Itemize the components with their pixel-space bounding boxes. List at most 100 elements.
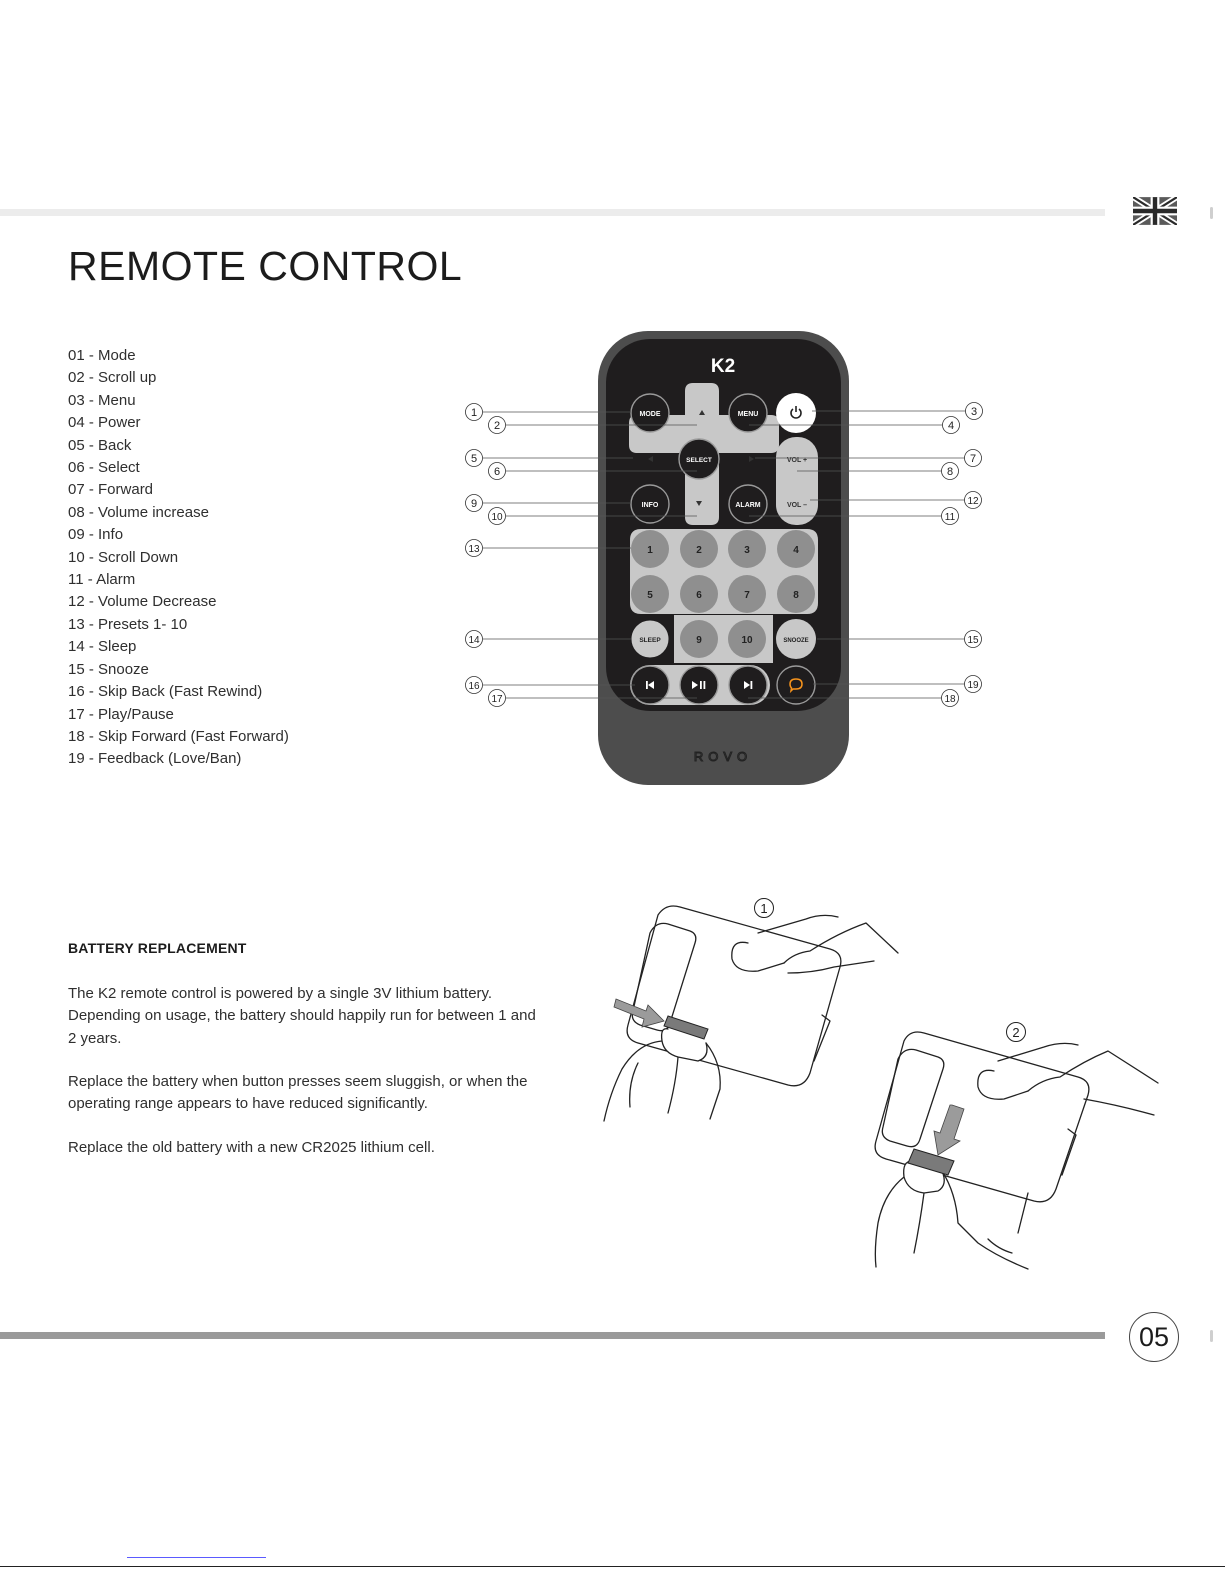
- preset-4-button[interactable]: 4: [777, 530, 815, 568]
- arrow-right-icon: [613, 998, 665, 1028]
- legend-item: 09 - Info: [68, 526, 124, 544]
- sleep-label: SLEEP: [639, 637, 661, 644]
- snooze-button[interactable]: SNOOZE: [776, 619, 816, 659]
- info-label: INFO: [642, 502, 659, 509]
- footer-rule: [0, 1566, 1225, 1567]
- legend-item: 06 - Select: [68, 459, 140, 477]
- skip-back-icon: [646, 681, 654, 689]
- scroll-down-button[interactable]: [696, 501, 702, 506]
- preset-3-button[interactable]: 3: [728, 530, 766, 568]
- preset-6-button[interactable]: 6: [680, 575, 718, 613]
- feedback-button[interactable]: [776, 665, 816, 705]
- preset-1-button[interactable]: 1: [631, 530, 669, 568]
- callout-16: 16: [465, 676, 483, 694]
- preset-5-button[interactable]: 5: [631, 575, 669, 613]
- scroll-up-button[interactable]: [699, 410, 705, 415]
- play-pause-icon: [692, 681, 706, 689]
- legend-item: 19 - Feedback (Love/Ban): [68, 750, 242, 768]
- select-label: SELECT: [686, 457, 712, 464]
- preset-7-button[interactable]: 7: [728, 575, 766, 613]
- battery-paragraph: Replace the old battery with a new CR202…: [68, 1139, 435, 1156]
- power-button[interactable]: [776, 393, 816, 433]
- preset-9-button[interactable]: 9: [680, 620, 718, 658]
- callout-8: 8: [941, 462, 959, 480]
- battery-tray-2: [907, 1148, 955, 1176]
- mode-button[interactable]: MODE: [630, 393, 670, 433]
- edge-mark: [1210, 207, 1213, 219]
- arrow-down-icon: [933, 1104, 965, 1156]
- callout-number: 12: [967, 496, 979, 507]
- legend-item: 12 - Volume Decrease: [68, 593, 217, 611]
- preset-label: 2: [696, 545, 702, 556]
- legend-item: 18 - Skip Forward (Fast Forward): [68, 727, 289, 745]
- legend-item: 04 - Power: [68, 414, 141, 432]
- sleep-button[interactable]: SLEEP: [630, 619, 670, 659]
- forward-button[interactable]: [749, 456, 754, 462]
- callout-number: 9: [471, 498, 477, 510]
- preset-label: 5: [647, 590, 653, 601]
- menu-button[interactable]: MENU: [728, 393, 768, 433]
- volume-rocker: [776, 437, 818, 525]
- legend-item: 01 - Mode: [68, 347, 136, 364]
- legend-item: 07 - Forward: [68, 481, 154, 499]
- back-button[interactable]: [648, 456, 653, 462]
- play-pause-button[interactable]: [679, 665, 719, 705]
- rovo-logo: ROVO: [694, 749, 752, 764]
- callout-number: 4: [948, 420, 954, 432]
- legend-item: 02 - Scroll up: [68, 369, 157, 387]
- callout-lines: [483, 410, 966, 699]
- callout-9: 9: [465, 494, 483, 512]
- volume-up-button[interactable]: VOL +: [787, 457, 807, 464]
- callout-number: 7: [970, 453, 976, 465]
- power-icon: [790, 406, 802, 419]
- battery-paragraph: The K2 remote control is powered by a si…: [68, 985, 536, 1047]
- callout-number: 2: [494, 420, 500, 432]
- preset-label: 1: [647, 545, 653, 556]
- callout-5: 5: [465, 449, 483, 467]
- select-button[interactable]: SELECT: [678, 438, 720, 480]
- preset-label: 7: [744, 590, 750, 601]
- legend-item: 13 - Presets 1- 10: [68, 615, 188, 633]
- preset-8-button[interactable]: 8: [777, 575, 815, 613]
- preset-2-button[interactable]: 2: [680, 530, 718, 568]
- callout-number: 3: [971, 406, 977, 418]
- arrow-left-icon: [648, 456, 653, 462]
- step-2-marker: 2: [1006, 1022, 1026, 1042]
- callout-number: 17: [491, 694, 503, 705]
- preset-label: 6: [696, 590, 702, 601]
- callout-number: 14: [468, 635, 480, 646]
- callout-number: 5: [471, 453, 477, 465]
- step-number: 1: [760, 901, 767, 916]
- callout-18: 18: [941, 689, 959, 707]
- vol-up-label: VOL +: [787, 457, 807, 464]
- callout-1: 1: [465, 403, 483, 421]
- alarm-button[interactable]: ALARM: [728, 484, 768, 524]
- callout-10: 10: [488, 507, 506, 525]
- preset-10-button[interactable]: 10: [728, 620, 766, 658]
- legend-item: 15 - Snooze: [68, 660, 149, 678]
- legend-item: 03 - Menu: [68, 391, 136, 409]
- callout-7: 7: [964, 449, 982, 467]
- legend-item: 05 - Back: [68, 436, 132, 454]
- footer-link-underline: [127, 1557, 266, 1558]
- preset-label: 10: [741, 635, 753, 646]
- info-button[interactable]: INFO: [630, 484, 670, 524]
- skip-forward-button[interactable]: [728, 665, 768, 705]
- arrow-up-icon: [699, 410, 705, 415]
- legend-item: 14 - Sleep: [68, 638, 137, 656]
- step-1-hand-bottom: [603, 1028, 721, 1122]
- legend-item: 11 - Alarm: [68, 571, 136, 589]
- skip-forward-icon: [744, 681, 753, 689]
- callout-13: 13: [465, 539, 483, 557]
- callout-6: 6: [488, 462, 506, 480]
- callout-2: 2: [488, 416, 506, 434]
- preset-label: 8: [793, 590, 799, 601]
- feedback-icon: [789, 678, 803, 694]
- presets-pad: [630, 529, 818, 614]
- volume-down-button[interactable]: VOL –: [787, 502, 807, 509]
- legend-item: 08 - Volume increase: [68, 503, 209, 521]
- remote-control-diagram: K2 ROVO MODE MENU SELECT VOL +: [465, 331, 983, 785]
- callout-number: 15: [967, 635, 979, 646]
- legend-item: 10 - Scroll Down: [68, 548, 179, 566]
- alarm-label: ALARM: [735, 502, 760, 509]
